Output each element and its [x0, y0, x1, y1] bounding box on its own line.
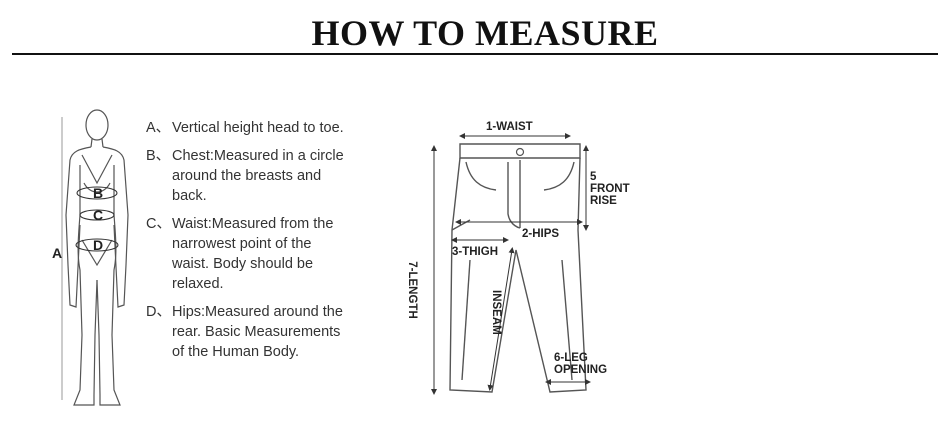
- human-body-outline: [61, 109, 129, 406]
- step-a: A、 Vertical height head to toe.: [146, 118, 346, 138]
- pants-measurement-figure: 1-WAIST 2-HIPS 3-THIGH 5 FRONT RISE 6-LE…: [400, 110, 640, 415]
- step-c: C、 Waist:Measured from the narrowest poi…: [146, 214, 346, 294]
- step-d: D、 Hips:Measured around the rear. Basic …: [146, 302, 346, 362]
- label-length: 7-LENGTH: [406, 261, 418, 319]
- step-key: B、: [146, 148, 171, 164]
- label-front-rise-l2: RISE: [590, 195, 617, 207]
- body-label-a: A: [52, 245, 63, 261]
- body-label-c: C: [93, 207, 104, 223]
- label-front-rise-num: 5: [590, 171, 597, 183]
- body-label-b: B: [93, 185, 104, 201]
- measurement-steps: A、 Vertical height head to toe. B、 Chest…: [146, 118, 346, 370]
- pants-outline: [431, 133, 591, 395]
- step-key: A、: [146, 120, 171, 136]
- step-text: Chest:Measured in a circle around the br…: [172, 148, 344, 204]
- step-key: C、: [146, 216, 171, 232]
- label-thigh: 3-THIGH: [452, 246, 498, 258]
- label-leg-opening-l2: OPENING: [554, 364, 608, 376]
- step-key: D、: [146, 304, 171, 320]
- label-leg-opening-l1: 6-LEG: [554, 352, 588, 364]
- body-measurement-figure: B C D A: [50, 105, 140, 420]
- title-divider: [12, 53, 938, 55]
- label-front-rise-l1: FRONT: [590, 183, 630, 195]
- label-inseam: INSEAM: [490, 290, 502, 335]
- page-title: HOW TO MEASURE: [311, 13, 659, 53]
- label-hips: 2-HIPS: [522, 228, 560, 240]
- body-label-d: D: [93, 237, 104, 253]
- step-text: Waist:Measured from the narrowest point …: [172, 216, 334, 292]
- label-waist: 1-WAIST: [486, 121, 533, 133]
- step-text: Vertical height head to toe.: [172, 120, 344, 136]
- step-text: Hips:Measured around the rear. Basic Mea…: [172, 304, 343, 360]
- step-b: B、 Chest:Measured in a circle around the…: [146, 146, 346, 206]
